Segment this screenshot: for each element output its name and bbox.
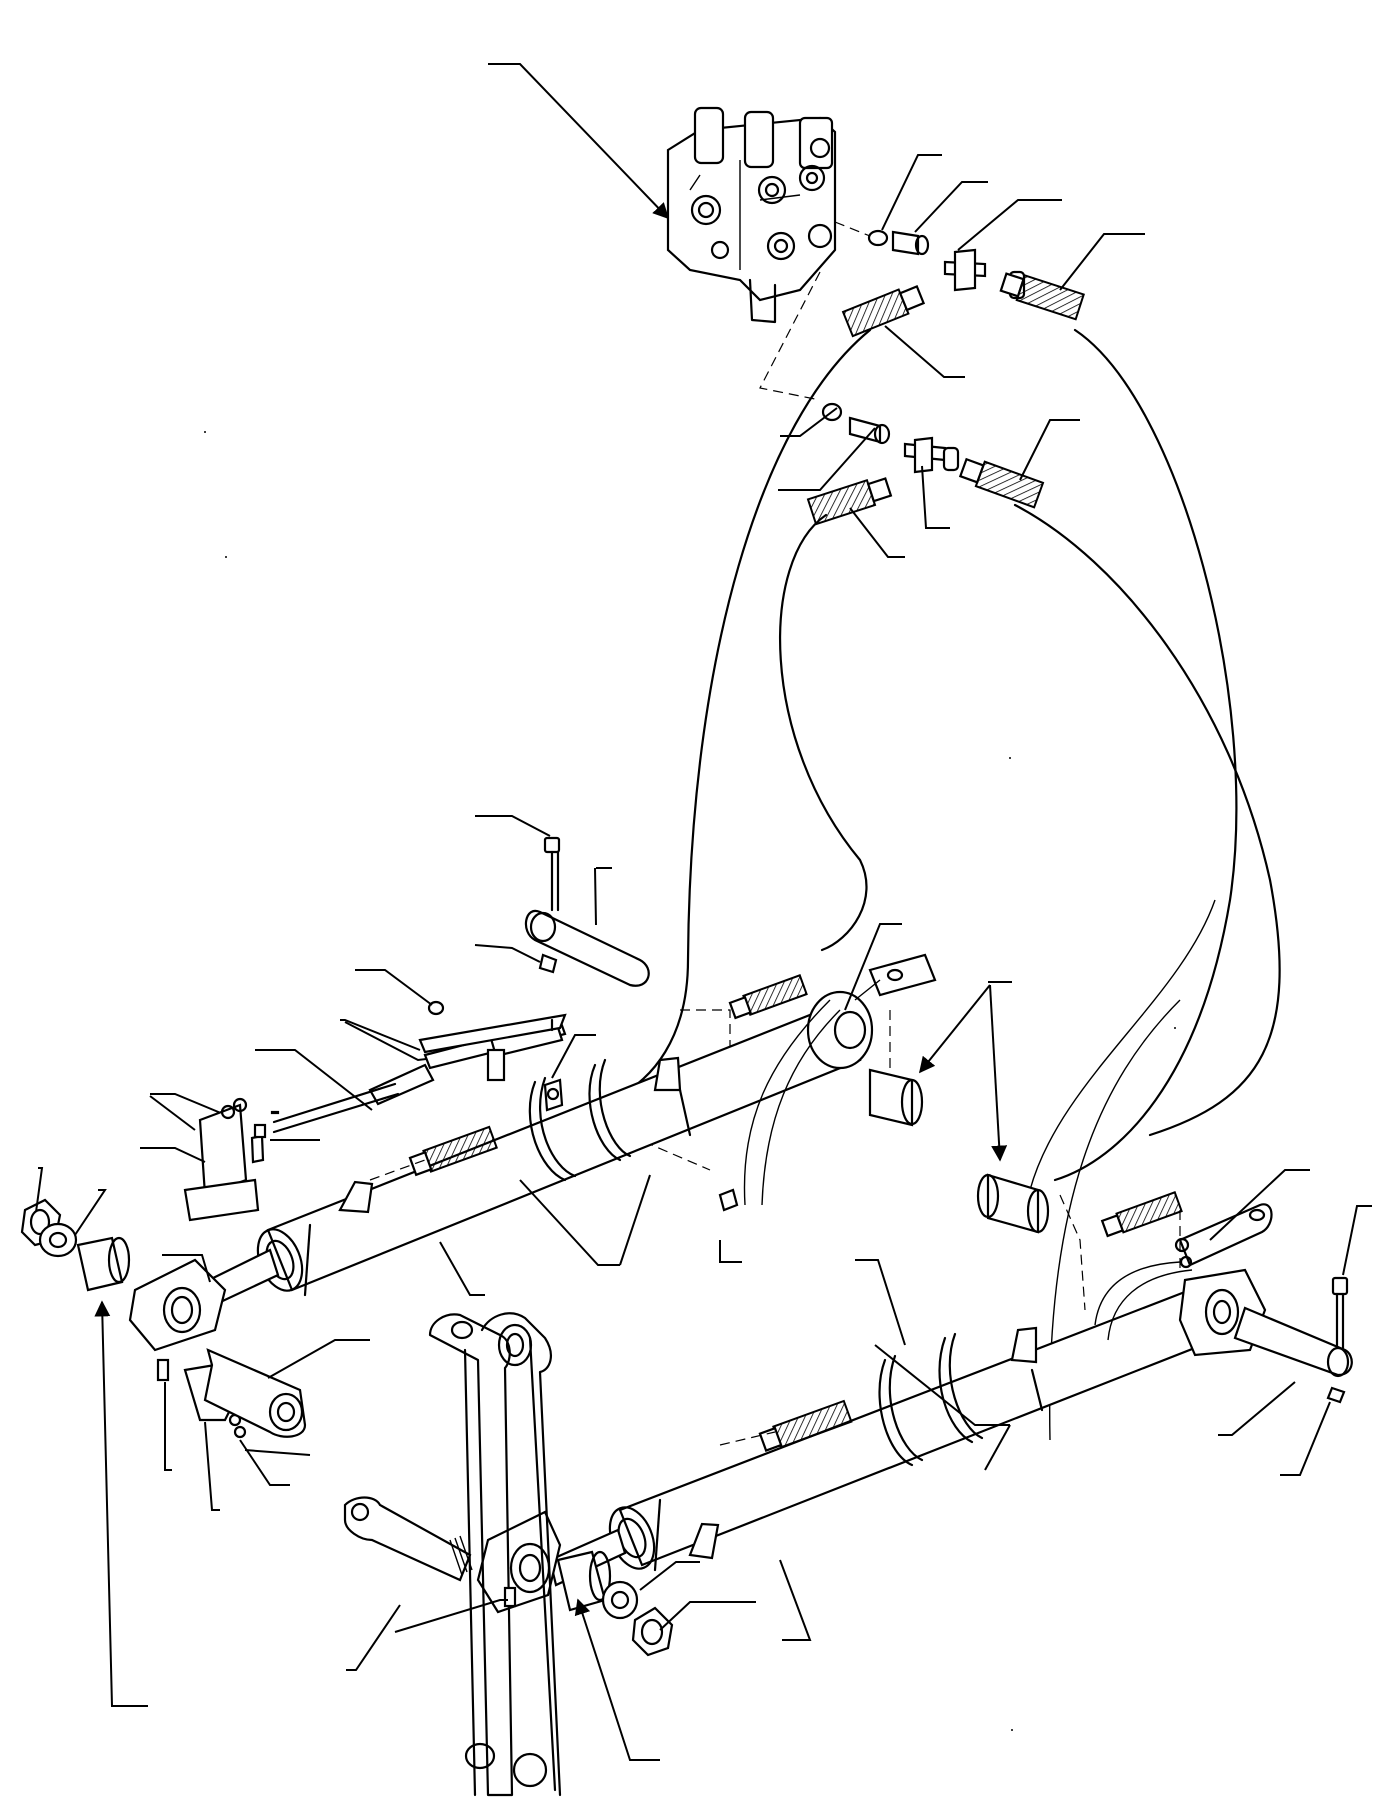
lower-hydraulic-cylinder — [476, 1191, 1273, 1614]
right-end-pin-hardware — [1218, 1205, 1372, 1476]
upper-pin-group — [474, 815, 650, 987]
upper-fitting-group — [841, 229, 1085, 338]
cylinder-leaders — [439, 923, 1011, 1641]
control-valve — [666, 106, 837, 324]
fitting-leaders — [778, 154, 1145, 558]
hydraulic-hoses — [618, 328, 1281, 1441]
lower-fitting-group — [806, 402, 1045, 526]
left-bracket-assembly — [140, 969, 567, 1222]
boom-link-arm — [428, 1312, 562, 1797]
lower-pin-hardware — [343, 1496, 756, 1761]
upper-hydraulic-cylinder — [128, 953, 937, 1352]
valve-callout-arrow — [488, 63, 670, 220]
bushing-callout — [918, 981, 1050, 1234]
left-end-hardware — [20, 1167, 370, 1707]
